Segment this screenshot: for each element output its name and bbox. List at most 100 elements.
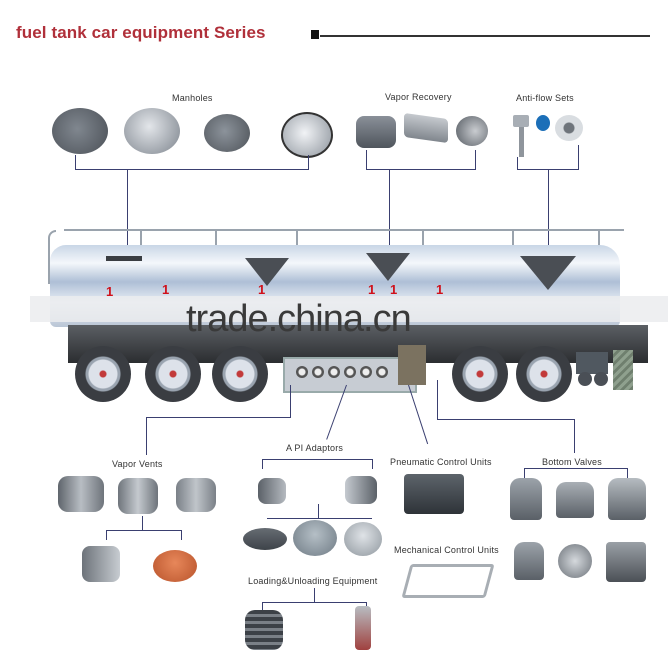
connector-line — [627, 468, 628, 478]
vapor-recovery-valve-3 — [456, 116, 488, 146]
manhole-on-tank — [106, 256, 142, 261]
connector-line — [146, 417, 147, 455]
anti-flow-probe-stem — [519, 127, 524, 157]
compartment-mark: 1 — [436, 282, 444, 297]
vapor-vent-3 — [176, 478, 216, 512]
connector-line — [372, 459, 373, 469]
connector-line — [475, 150, 476, 170]
wheel — [452, 346, 508, 402]
api-adaptor-outlet — [360, 366, 372, 378]
connector-line — [524, 468, 525, 478]
label-loading-unloading: Loading&Unloading Equipment — [248, 576, 378, 586]
connector-line — [290, 385, 291, 418]
rear-toolbox — [576, 352, 608, 374]
connector-line — [127, 169, 128, 254]
api-adaptor-1 — [258, 478, 286, 504]
wheel — [516, 346, 572, 402]
wheel — [145, 346, 201, 402]
handrail-post — [422, 229, 424, 247]
connector-line — [75, 169, 309, 170]
tank-hopper — [520, 256, 576, 290]
label-manholes: Manholes — [172, 93, 213, 103]
manhole-cover-3 — [204, 114, 250, 152]
connector-line — [574, 419, 575, 453]
handrail-post — [598, 229, 600, 247]
label-api-adaptors: A PI Adaptors — [286, 443, 344, 453]
loading-hose — [245, 610, 283, 650]
anti-flow-cap — [536, 115, 550, 131]
api-adaptor-2 — [345, 476, 377, 504]
handrail-post — [296, 229, 298, 247]
handrail-post — [140, 229, 142, 247]
compartment-mark: 1 — [390, 282, 398, 297]
connector-line — [524, 468, 628, 469]
watermark-text: trade.china.cn — [186, 298, 412, 340]
api-adaptor-outlet — [376, 366, 388, 378]
mechanical-control-linkage — [401, 564, 495, 598]
connector-line — [106, 530, 182, 531]
loading-cap-1 — [243, 528, 287, 550]
connector-line — [437, 419, 574, 420]
anti-flow-socket — [555, 115, 583, 141]
connector-line — [408, 384, 429, 445]
air-tank — [594, 372, 608, 386]
top-handrail — [64, 229, 624, 231]
compartment-mark: 1 — [106, 284, 114, 299]
wheel — [75, 346, 131, 402]
mudflap — [613, 350, 633, 390]
label-anti-flow-sets: Anti-flow Sets — [516, 93, 574, 103]
connector-line — [517, 157, 518, 170]
compartment-mark: 1 — [162, 282, 170, 297]
page-title: fuel tank car equipment Series — [16, 23, 266, 42]
vapor-recovery-valve-1 — [356, 116, 396, 148]
bottom-valve-1 — [510, 478, 542, 520]
loading-nozzle — [355, 606, 371, 650]
control-cabinet — [398, 345, 426, 385]
api-adaptor-outlet — [296, 366, 308, 378]
label-mechanical-control-units: Mechanical Control Units — [394, 545, 499, 555]
bottom-valve-2 — [556, 482, 594, 518]
vapor-vent-1 — [58, 476, 104, 512]
connector-line — [308, 155, 309, 170]
connector-line — [262, 459, 263, 469]
loading-cap-2 — [293, 520, 337, 556]
vapor-recovery-valve-2 — [404, 112, 448, 144]
label-vapor-recovery: Vapor Recovery — [385, 92, 452, 102]
label-vapor-vents: Vapor Vents — [112, 459, 163, 469]
compartment-mark: 1 — [368, 282, 376, 297]
connector-line — [318, 504, 319, 518]
air-tank — [578, 372, 592, 386]
label-pneumatic-control-units: Pneumatic Control Units — [390, 457, 492, 467]
wheel — [212, 346, 268, 402]
title-rule — [320, 35, 650, 37]
connector-line — [262, 602, 367, 603]
vapor-vent-cap — [153, 550, 197, 582]
manhole-cover-1 — [52, 108, 108, 154]
tank-hopper — [245, 258, 289, 286]
bottom-valve-3 — [608, 478, 646, 520]
connector-line — [262, 459, 373, 460]
connector-line — [142, 516, 143, 530]
vapor-vent-coupler — [82, 546, 120, 582]
connector-line — [262, 602, 263, 612]
connector-line — [314, 588, 315, 602]
connector-line — [326, 384, 347, 440]
connector-line — [106, 530, 107, 540]
connector-line — [267, 518, 372, 519]
connector-line — [366, 150, 367, 170]
connector-line — [548, 169, 549, 255]
loading-cap-3 — [344, 522, 382, 556]
handrail-post — [512, 229, 514, 247]
api-adaptor-outlet — [328, 366, 340, 378]
vapor-vent-2 — [118, 478, 158, 514]
label-bottom-valves: Bottom Valves — [542, 457, 602, 467]
bottom-valve-6 — [606, 542, 646, 582]
connector-line — [366, 169, 476, 170]
title-square-bullet — [311, 30, 319, 39]
handrail-post — [215, 229, 217, 247]
watermark-band — [30, 296, 668, 322]
pneumatic-control-block — [404, 474, 464, 514]
connector-line — [437, 380, 438, 420]
connector-line — [181, 530, 182, 540]
connector-line — [389, 169, 390, 255]
